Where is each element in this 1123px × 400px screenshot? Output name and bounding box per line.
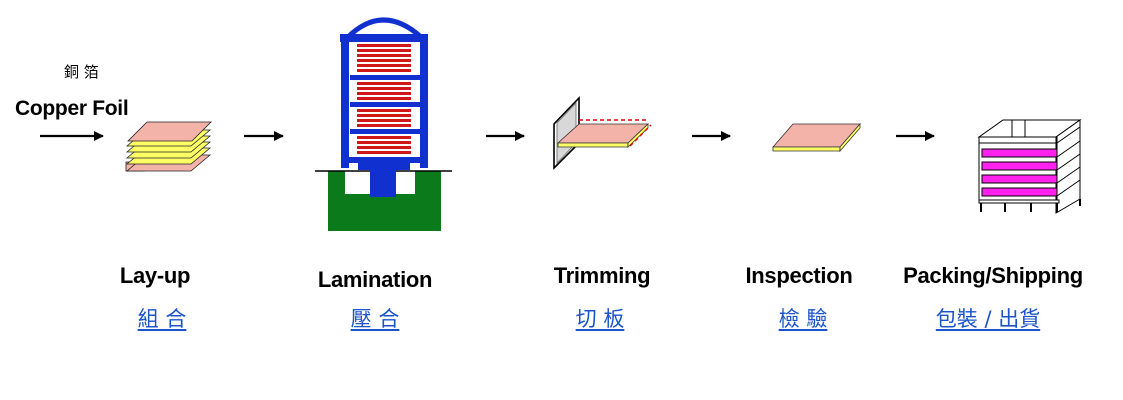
step-lamination-label: Lamination	[317, 267, 433, 292]
step-trimming-link[interactable]: 切 板	[575, 307, 625, 331]
copper-foil-label: Copper Foil	[15, 97, 129, 120]
step-inspection-link[interactable]: 檢 驗	[778, 307, 828, 331]
step-trimming-label: Trimming	[553, 263, 651, 288]
step-layup-label: Lay-up	[119, 263, 191, 288]
trimming-icon	[553, 96, 652, 170]
copper-foil-chinese-label: 銅 箔	[64, 63, 99, 81]
step-packing-shipping-link[interactable]: 包裝 / 出貨	[935, 307, 1041, 331]
lamination-press-icon	[315, 17, 452, 231]
step-layup-link[interactable]: 組 合	[137, 307, 187, 331]
step-lamination-link[interactable]: 壓 合	[350, 307, 400, 331]
packing-pallet-icon	[977, 119, 1082, 214]
step-inspection-label: Inspection	[745, 263, 853, 288]
layup-stack-icon	[125, 121, 212, 172]
step-packing-shipping-label: Packing/Shipping	[903, 263, 1083, 288]
inspection-board-icon	[772, 122, 861, 153]
